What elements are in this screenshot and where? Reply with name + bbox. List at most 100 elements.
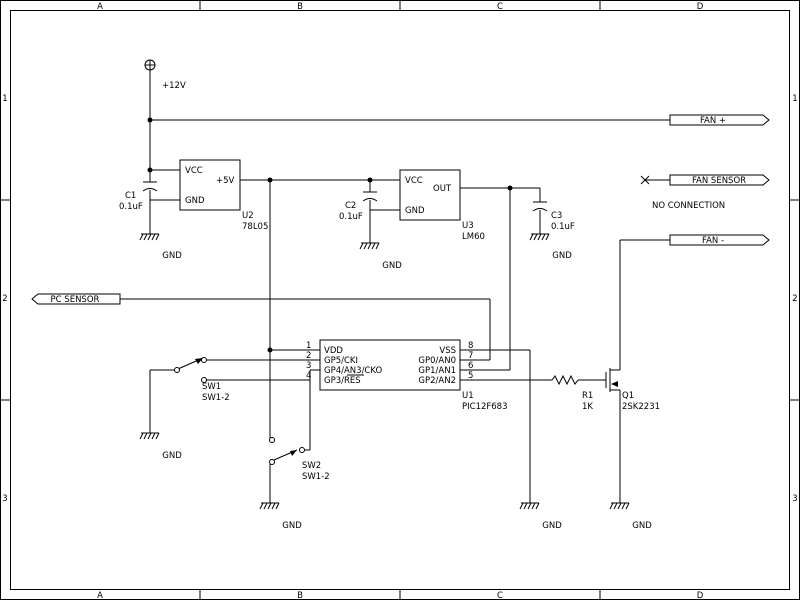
u1-pin-name: GP0/AN0 [418,356,456,366]
q1-ref: Q1 [622,391,634,401]
power-12v-label: +12V [162,81,186,91]
u1-ref: U1 [462,391,474,401]
power-12v-icon [144,59,156,71]
no-connect-icon [640,175,650,185]
u1-pin-num: 4 [306,371,311,381]
sw2-ref: SW2 [302,461,321,471]
junction-vdd [267,347,273,353]
gnd-label: GND [542,521,562,531]
q1-arrow-icon [611,381,618,387]
zone-row-3-left: 3 [2,494,7,504]
ground-icon [259,502,280,510]
zone-col-d-top: D [697,2,704,12]
sw2-arrow-icon [290,450,297,456]
ground-icon [609,502,630,510]
u1-pin-num: 1 [306,341,311,351]
c1-ref: C1 [125,191,136,201]
c3-value: 0.1uF [551,222,575,232]
sw1-contact [174,367,180,373]
ground-icon [359,242,380,250]
u2-5v-pin: +5V [216,176,235,186]
sw1-ref: SW1 [202,382,221,392]
port-pc-sensor [31,293,121,305]
u2-part: 78L05 [242,222,268,232]
c2-capacitor [362,191,378,202]
r1-value: 1K [582,402,593,412]
wires [120,70,670,503]
zone-row-2-left: 2 [2,294,7,304]
zone-col-b-top: B [297,2,303,12]
port-fan-sensor-label: FAN SENSOR [692,176,746,186]
u2-body [179,159,241,211]
ground-icon [529,233,550,241]
u1-pin-name: GP4/AN3/CKO [324,366,382,376]
u1-body [319,339,461,391]
u1-pin-name: VDD [324,346,343,356]
zone-col-a-bottom: A [97,591,103,600]
u1-pin-num: 8 [468,341,473,351]
c2-ref: C2 [345,201,356,211]
c3-capacitor [532,201,548,212]
sw2-part: SW1-2 [302,472,330,482]
q1-part: 2SK2231 [622,402,660,412]
port-fan-plus [669,114,770,126]
u3-ref: U3 [462,221,474,231]
r1-ref: R1 [582,391,593,401]
u3-gnd-pin: GND [405,206,425,216]
sw2-contact [269,459,275,465]
junction-12v-u2 [147,167,153,173]
zone-row-1-right: 1 [792,94,797,104]
u1-pin-num: 3 [306,361,311,371]
c3-ref: C3 [551,211,562,221]
port-pc-sensor-label: PC SENSOR [51,295,100,305]
u1-pin-name: GP3/RES [324,376,361,386]
u3-part: LM60 [462,232,485,242]
zone-col-a-top: A [97,2,103,12]
u1-pin-name: GP2/AN2 [418,376,456,386]
u2-ref: U2 [242,211,254,221]
gnd-label: GND [552,251,572,261]
inner-border [10,10,790,590]
no-connection-note: NO CONNECTION [652,201,725,211]
zone-col-c-bottom: C [497,591,503,600]
c2-value: 0.1uF [339,212,363,222]
gnd-label: GND [282,521,302,531]
sw1-part: SW1-2 [202,393,230,403]
junction-12v [147,117,153,123]
ground-icon [139,233,160,241]
sw2-contact [299,447,305,453]
port-fan-sensor [669,174,770,186]
u1-pin-num: 5 [468,371,473,381]
ground-icon [139,432,160,440]
c1-value: 0.1uF [119,202,143,212]
u3-vcc-pin: VCC [405,176,423,186]
u1-pin-name: VSS [439,346,456,356]
port-fan-plus-label: FAN + [700,116,726,126]
u3-out-pin: OUT [433,184,452,194]
junction-5v-c2 [367,177,373,183]
gnd-label: GND [382,261,402,271]
u1-part: PIC12F683 [462,402,508,412]
u1-pin-num: 7 [468,351,473,361]
junction-u3-out [507,185,513,191]
r1-resistor [551,374,579,386]
c1-capacitor [142,181,158,192]
port-fan-minus-label: FAN - [702,236,724,246]
ground-icon [519,502,540,510]
u1-pin-name: GP5/CKI [324,356,358,366]
sw2-contact [269,437,275,443]
sw1-contact [201,357,207,363]
gnd-label: GND [632,521,652,531]
zone-col-b-bottom: B [297,591,303,600]
u1-pin-name: GP1/AN1 [418,366,456,376]
junction-5v [267,177,273,183]
port-fan-minus [669,234,770,246]
zone-col-c-top: C [497,2,503,12]
u1-pin-num: 6 [468,361,473,371]
zone-row-3-right: 3 [792,494,797,504]
gnd-label: GND [162,251,182,261]
u1-pin-num: 2 [306,351,311,361]
u2-gnd-pin: GND [185,196,205,206]
